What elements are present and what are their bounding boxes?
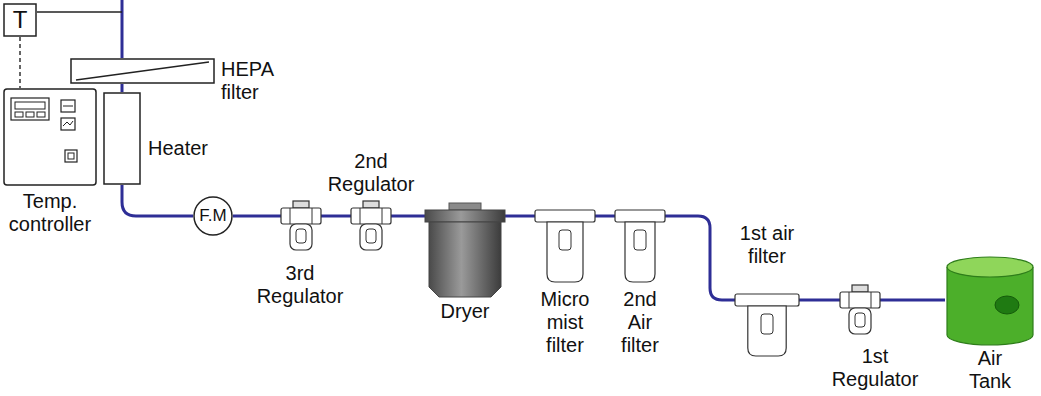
temp-controller: Temp. controller xyxy=(3,88,97,186)
air-pipe xyxy=(122,185,193,216)
air-filter: 1st air filter xyxy=(735,294,799,358)
mist-filter-icon xyxy=(535,210,595,284)
component-label: Heater xyxy=(148,137,228,160)
component-label: 2nd Air filter xyxy=(610,288,670,358)
air-filter-icon xyxy=(735,294,799,358)
signal-line xyxy=(19,37,21,88)
hepa-filter: HEPA filter xyxy=(70,58,215,84)
air-pipe xyxy=(665,216,735,300)
component-label: HEPA filter xyxy=(221,58,291,104)
heater: Heater xyxy=(103,92,141,185)
air-filter-icon xyxy=(615,210,665,284)
air-pipe xyxy=(121,84,124,92)
mist-filter: Micro mist filter xyxy=(535,210,595,284)
regulator: 1st Regulator xyxy=(840,285,880,335)
dryer: Dryer xyxy=(425,203,505,298)
air-pipe xyxy=(595,215,615,218)
sensor-box: T xyxy=(3,3,37,37)
air-pipe xyxy=(505,215,535,218)
air-filter: 2nd Air filter xyxy=(615,210,665,284)
air-pipe xyxy=(799,299,840,302)
hepa-filter-icon xyxy=(70,58,215,84)
component-label: 1st air filter xyxy=(739,222,795,268)
sensor-lead xyxy=(37,11,122,13)
air-tank: Air Tank xyxy=(945,255,1035,345)
regulator: 2nd Regulator xyxy=(351,201,391,251)
component-label: 1st Regulator xyxy=(825,345,925,391)
component-label: T xyxy=(3,3,37,37)
flow-meter: F.M xyxy=(193,196,233,236)
regulator-icon xyxy=(351,201,391,251)
component-label: Micro mist filter xyxy=(530,288,600,358)
air-pipe xyxy=(880,299,945,302)
component-label: Air Tank xyxy=(960,347,1020,393)
component-label: 3rd Regulator xyxy=(250,262,350,308)
component-label: 2nd Regulator xyxy=(316,150,426,196)
air-pipe xyxy=(233,215,281,218)
dryer-icon xyxy=(425,203,505,298)
air-pipe xyxy=(391,215,425,218)
air-pipe xyxy=(321,215,351,218)
air-tank-icon xyxy=(945,255,1035,345)
regulator-icon xyxy=(281,201,321,251)
regulator: 3rd Regulator xyxy=(281,201,321,251)
component-label: Temp. controller xyxy=(0,190,100,236)
component-label: F.M xyxy=(193,196,233,236)
regulator-icon xyxy=(840,285,880,335)
outlet-pipe xyxy=(121,0,124,58)
heater-icon xyxy=(103,92,141,185)
temp-controller-icon xyxy=(3,88,97,186)
component-label: Dryer xyxy=(425,300,505,323)
